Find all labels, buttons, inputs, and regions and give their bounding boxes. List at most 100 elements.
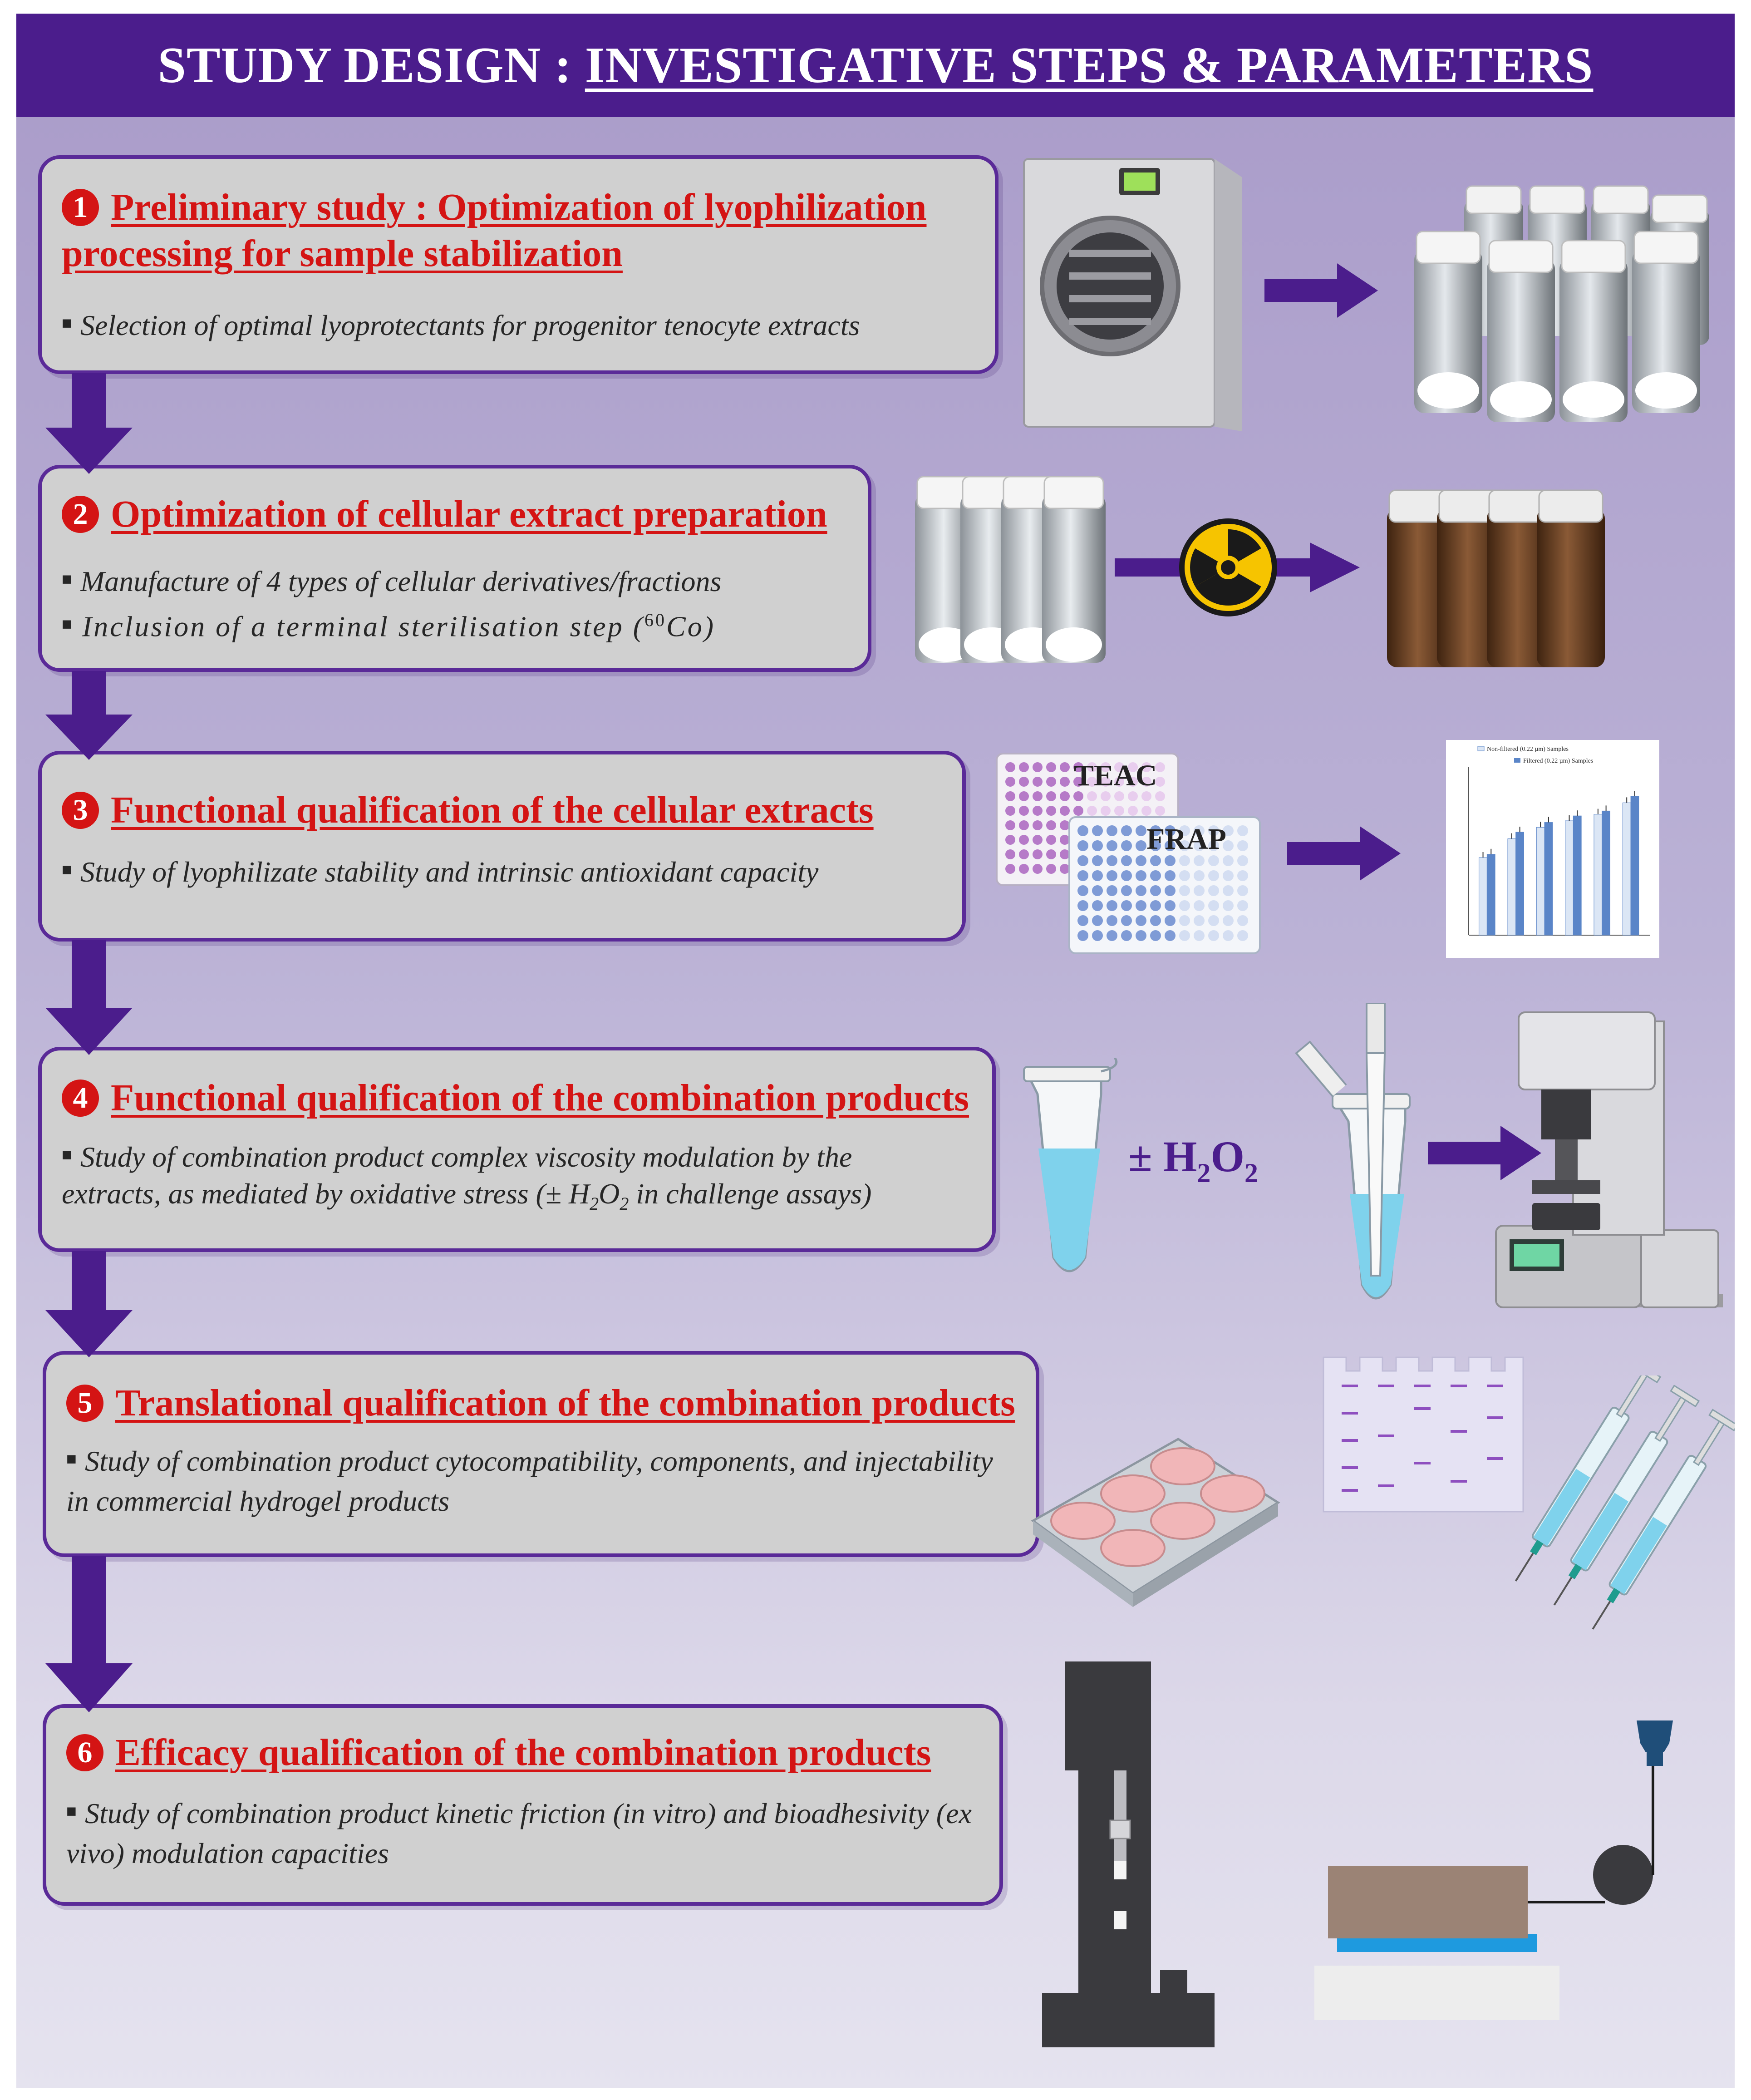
well [1092, 915, 1103, 926]
well [1208, 870, 1219, 881]
well [1237, 825, 1248, 836]
well [1155, 777, 1165, 787]
well [1092, 885, 1103, 896]
well [1121, 855, 1132, 866]
well [1046, 820, 1056, 830]
well [1223, 825, 1234, 836]
well [1092, 840, 1103, 851]
well [1114, 777, 1124, 787]
well [1060, 864, 1070, 874]
step-2-bullet-1: ■Manufacture of 4 types of cellular deri… [62, 565, 722, 597]
bar-1-3 [1536, 827, 1545, 936]
well [1165, 855, 1176, 866]
step-6-bullet: ■Study of combination product kinetic fr… [66, 1797, 972, 1869]
freeze-dryer-icon [1023, 158, 1242, 431]
well [1046, 762, 1056, 772]
step-1-number: 1 [62, 189, 99, 226]
well [1136, 855, 1146, 866]
bar-2-1 [1486, 854, 1495, 936]
right-arrow-icon [1428, 1126, 1541, 1180]
title-prefix: STUDY DESIGN : [157, 37, 572, 94]
well [1077, 885, 1088, 896]
well [1223, 870, 1234, 881]
well [1005, 864, 1015, 874]
well [1092, 855, 1103, 866]
well [1150, 930, 1161, 941]
well [1155, 791, 1165, 801]
well [1121, 885, 1132, 896]
well [1165, 870, 1176, 881]
well [1033, 820, 1043, 830]
legend-label-2: Filtered (0.22 µm) Samples [1523, 758, 1593, 764]
tube-icon [1023, 1058, 1118, 1272]
well [1179, 930, 1190, 941]
bar-1-4 [1565, 820, 1574, 936]
well [1136, 870, 1146, 881]
well [1128, 791, 1138, 801]
well [1237, 870, 1248, 881]
well [1121, 870, 1132, 881]
well [1194, 855, 1205, 866]
down-arrow-icon [45, 940, 133, 1055]
well [1107, 855, 1117, 866]
well [1060, 820, 1070, 830]
well [1237, 840, 1248, 851]
well [1077, 930, 1088, 941]
well [1101, 762, 1111, 772]
well [1223, 855, 1234, 866]
well [1107, 885, 1117, 896]
well-plates-icon: TEAC FRAP [996, 753, 1261, 954]
well [1194, 825, 1205, 836]
well [1136, 825, 1146, 836]
well [1087, 806, 1097, 816]
well [1194, 930, 1205, 941]
well [1005, 806, 1015, 816]
well [1194, 885, 1205, 896]
well [1194, 915, 1205, 926]
well [1060, 806, 1070, 816]
amber-vials-icon [1387, 489, 1605, 667]
well [1077, 900, 1088, 911]
well [1092, 900, 1103, 911]
down-arrow-icon [45, 1251, 133, 1357]
well [1128, 806, 1138, 816]
electrophoresis-gel-icon [1323, 1356, 1524, 1513]
well [1223, 915, 1234, 926]
step-2-bullet-2: ■Inclusion of a terminal sterilisation s… [62, 610, 716, 643]
well [1179, 885, 1190, 896]
well [1150, 855, 1161, 866]
well [1128, 777, 1138, 787]
well [1208, 930, 1219, 941]
well [1033, 791, 1043, 801]
well [1005, 849, 1015, 859]
well [1033, 849, 1043, 859]
well [1033, 864, 1043, 874]
well [1033, 806, 1043, 816]
well [1136, 915, 1146, 926]
well [1077, 915, 1088, 926]
tensile-tester-icon [1042, 1661, 1215, 2047]
well [1005, 835, 1015, 845]
well [1107, 915, 1117, 926]
well [1179, 915, 1190, 926]
vial-cluster-icon [1414, 185, 1709, 422]
teac-label: TEAC [1074, 759, 1157, 792]
well [1208, 840, 1219, 851]
step-2-number: 2 [62, 496, 99, 533]
well [1141, 806, 1151, 816]
well [1077, 870, 1088, 881]
bar-2-5 [1602, 810, 1610, 936]
well [1136, 900, 1146, 911]
well [1046, 835, 1056, 845]
well [1087, 791, 1097, 801]
frap-label: FRAP [1146, 823, 1226, 856]
well [1121, 900, 1132, 911]
well [1237, 900, 1248, 911]
legend-label-1: Non-filtered (0.22 µm) Samples [1487, 746, 1569, 753]
